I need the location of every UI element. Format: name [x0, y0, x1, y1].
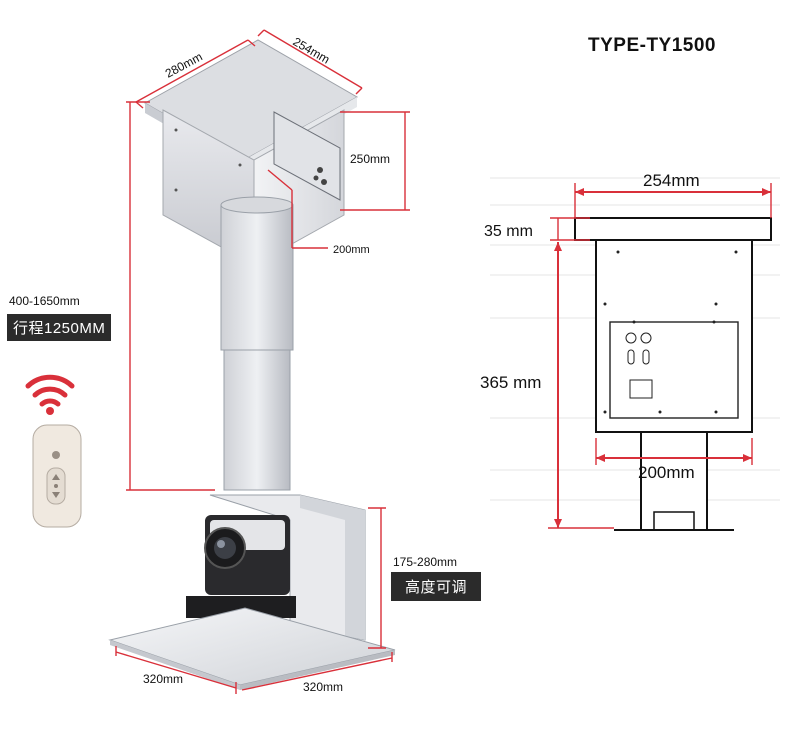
- dim-base-depth: 320mm: [303, 680, 343, 694]
- dim-right-pole-width: 200mm: [638, 463, 695, 482]
- ptz-camera: [186, 515, 296, 618]
- height-label: 高度可调: [391, 572, 482, 601]
- height-range-text: 175-280mm: [393, 555, 458, 569]
- technical-drawing: [490, 177, 780, 531]
- dim-right-lip: 35 mm: [484, 223, 533, 240]
- product-illustration: [108, 39, 396, 690]
- telescopic-pole-lower: [223, 349, 291, 491]
- drawing-panel: [609, 321, 739, 419]
- dim-pole-offset: 200mm: [333, 244, 370, 256]
- wifi-remote-icon: [25, 374, 82, 528]
- left-dimensions: [115, 29, 410, 694]
- dim-base-width: 320mm: [143, 672, 183, 686]
- dim-right-width: 254mm: [643, 171, 700, 190]
- title: TYPE-TY1500: [588, 35, 716, 56]
- dim-right-height: 365 mm: [480, 373, 541, 392]
- telescopic-pole-upper: [220, 204, 294, 351]
- drawing-lid: [574, 217, 772, 241]
- right-dimensions: [548, 183, 772, 529]
- remote-control: [32, 424, 82, 528]
- travel-label: 行程1250MM: [7, 314, 112, 341]
- dim-box-height: 250mm: [350, 152, 390, 166]
- control-panel: [273, 111, 341, 201]
- travel-range-text: 400-1650mm: [9, 294, 80, 308]
